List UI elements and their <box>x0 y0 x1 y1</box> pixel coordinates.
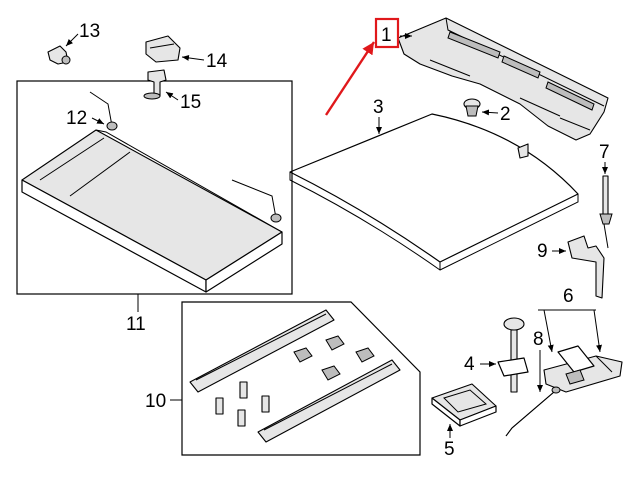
part-12-rod <box>89 91 282 223</box>
callout-9: 9 <box>537 241 548 262</box>
callout-2: 2 <box>500 104 511 125</box>
part-9-bracket <box>567 235 605 299</box>
callout-1-highlight-box <box>374 17 400 49</box>
callout-13: 13 <box>79 21 100 42</box>
part-3-load-floor-panel <box>289 113 579 271</box>
part-7-stud <box>599 175 613 249</box>
part-11-tonneau-cover <box>21 129 283 293</box>
callout-6: 6 <box>563 286 574 307</box>
callout-8: 8 <box>533 329 544 350</box>
callout-10: 10 <box>145 391 166 412</box>
rails-kit-frame <box>181 301 421 456</box>
highlight-arrow <box>324 41 376 116</box>
part-14-cap <box>145 35 181 63</box>
callout-4: 4 <box>464 354 475 375</box>
part-4-wheel-retainer <box>497 317 529 393</box>
callout-5: 5 <box>444 439 455 460</box>
part-15-retainer <box>143 69 167 100</box>
callout-15: 15 <box>180 92 201 113</box>
part-10-rails-kit <box>189 309 401 443</box>
part-1-rear-trim-panel <box>397 17 609 141</box>
part-13-clip <box>47 45 71 65</box>
callout-11: 11 <box>126 314 146 335</box>
part-2-fastener <box>463 98 481 117</box>
part-6-jack <box>543 345 623 393</box>
callout-1: 1 <box>381 25 392 46</box>
part-5-tray <box>431 383 497 427</box>
part-8-wheel-wrench <box>505 386 561 437</box>
callout-3: 3 <box>373 97 384 118</box>
callout-12: 12 <box>66 108 87 129</box>
callout-14: 14 <box>206 51 228 72</box>
callout-7: 7 <box>599 142 610 163</box>
